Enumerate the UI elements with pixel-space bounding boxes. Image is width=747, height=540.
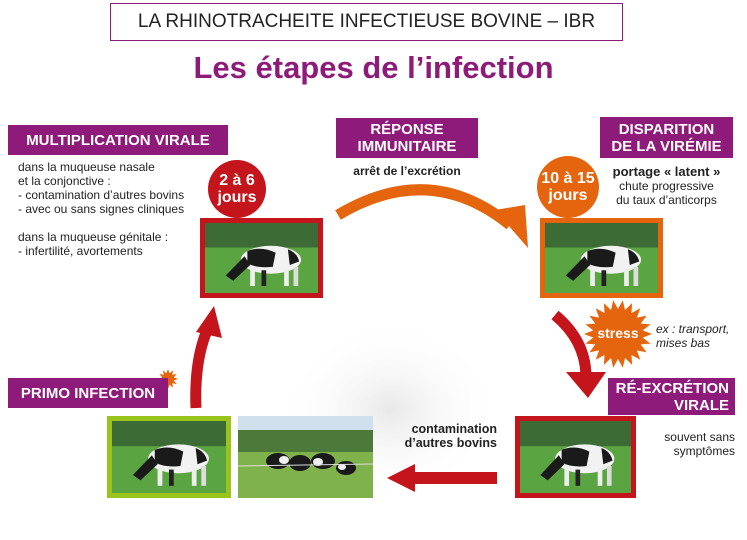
reponse-note: arrêt de l’excrétion (353, 164, 461, 178)
text-line: du taux d’anticorps (616, 193, 717, 207)
disparition-note: portage « latent » chute progressive du … (600, 164, 733, 208)
note-bold: portage « latent » (612, 164, 721, 179)
title-box: LA RHINOTRACHEITE INFECTIEUSE BOVINE – I… (110, 3, 623, 41)
label-line: IMMUNITAIRE (357, 138, 457, 155)
cow-photo (107, 416, 231, 498)
label-line: DE LA VIRÉMIE (611, 137, 722, 155)
text-line: symptômes (673, 444, 735, 458)
label-line: RÉPONSE (370, 121, 444, 138)
text-line: et la conjonctive : (18, 174, 111, 188)
duration-unit: jours (548, 187, 588, 204)
text-line: dans la muqueuse nasale (18, 160, 155, 174)
duration-unit: jours (217, 189, 257, 206)
duration-value: 10 à 15 (541, 170, 595, 187)
stress-burst-icon (584, 300, 652, 368)
cow-photo (200, 218, 323, 298)
primo-label: PRIMO INFECTION (8, 378, 168, 408)
label-line: RÉ-EXCRÉTION (615, 379, 729, 397)
text-line: souvent sans (664, 430, 735, 444)
title: LA RHINOTRACHEITE INFECTIEUSE BOVINE – I… (137, 11, 596, 32)
herd-photo (238, 416, 373, 498)
text-line: d’autres bovins (404, 436, 497, 450)
text-line: mises bas (656, 336, 711, 350)
text-line: - infertilité, avortements (18, 244, 143, 258)
text-line: - avec ou sans signes cliniques (18, 202, 185, 216)
duration-value: 2 à 6 (219, 172, 255, 189)
multiplication-text: dans la muqueuse nasale et la conjonctiv… (18, 160, 184, 258)
cow-photo (515, 416, 636, 498)
text-line: chute progressive (619, 179, 714, 193)
text-line: - contamination d’autres bovins (18, 188, 185, 202)
orange-arrow-icon (335, 184, 528, 248)
label-line: DISPARITION (618, 120, 715, 138)
multiplication-label: MULTIPLICATION VIRALE (8, 125, 228, 155)
stress-label: stress (597, 325, 639, 341)
subtitle: Les étapes de l’infection (193, 50, 554, 85)
text-line: contamination (411, 422, 497, 436)
red-arrow-left-icon (387, 464, 497, 492)
cow-photo (540, 218, 663, 298)
text-line: ex : transport, (656, 322, 730, 336)
text-line: dans la muqueuse génitale : (18, 230, 169, 244)
primo-burst-icon (158, 369, 178, 389)
label-line: VIRALE (673, 396, 729, 414)
red-arrow-up-icon (190, 306, 222, 409)
stress-note: ex : transport,mises bas (656, 322, 729, 350)
red-arrow-down-icon (551, 310, 606, 398)
